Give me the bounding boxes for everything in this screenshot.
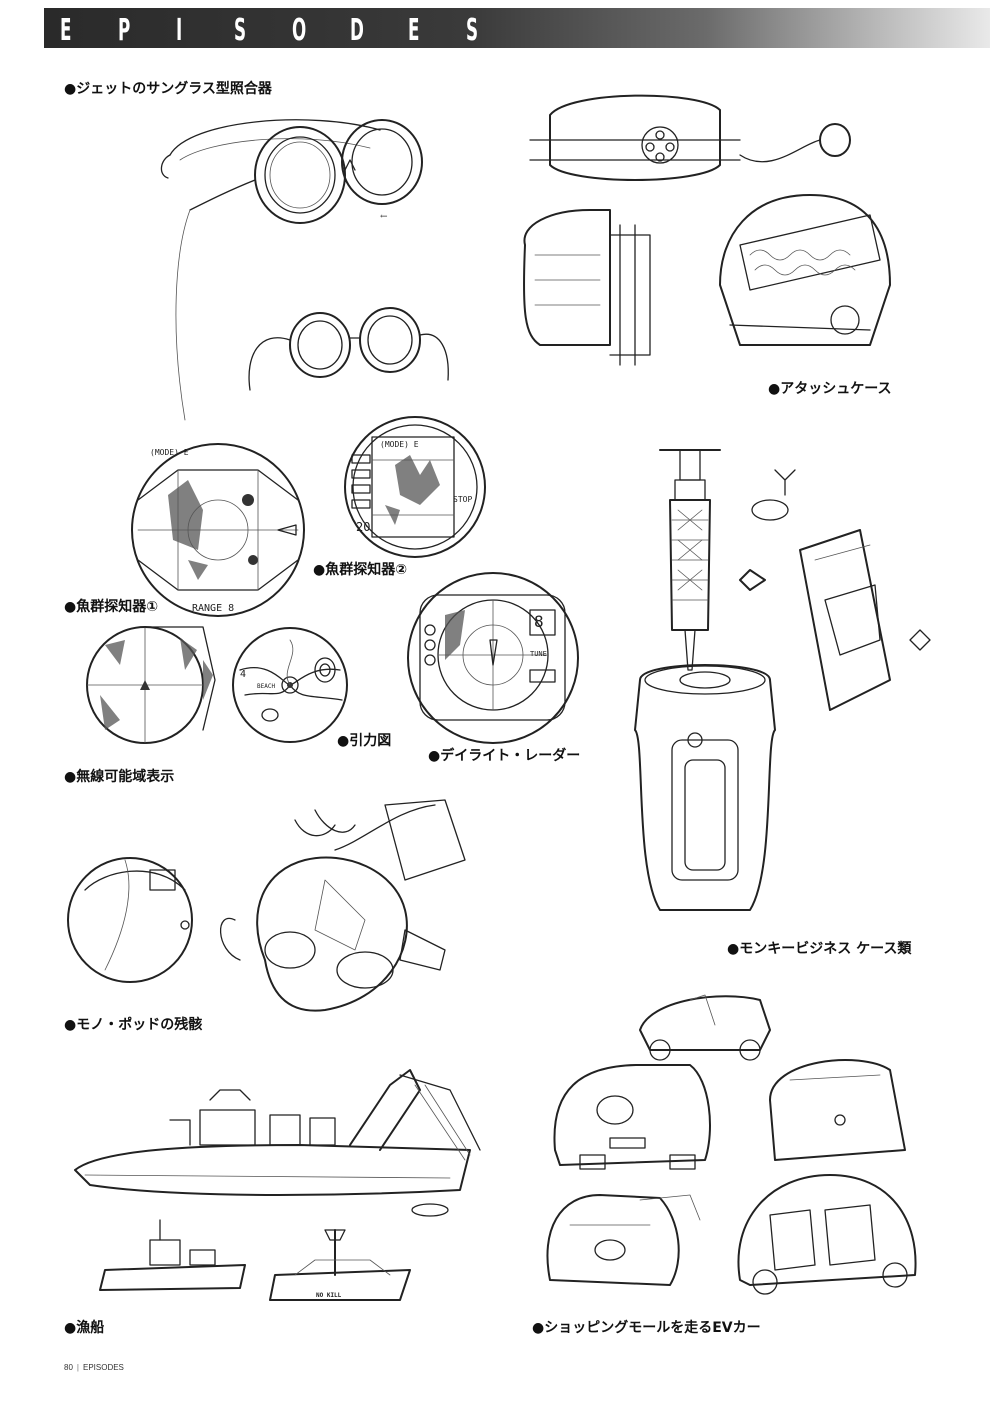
sunglasses-note: ← xyxy=(380,212,388,222)
header-letter: O xyxy=(292,13,307,48)
fish-finder-1-mode: (MODE) E xyxy=(150,448,189,457)
caption-gravity-map: ●引力図 xyxy=(337,733,392,749)
boat-hull-label: NO KILL xyxy=(316,1292,342,1299)
mono-pod-sketch xyxy=(65,799,545,1020)
caption-sunglasses: ●ジェットのサングラス型照合器 xyxy=(64,81,272,97)
caption-fish-finder-2: ●魚群探知器② xyxy=(313,562,408,578)
attache-case-sketch xyxy=(510,85,910,380)
header-letter: P xyxy=(118,13,131,48)
header-title: E P I S O D E S xyxy=(60,13,496,49)
caption-radio-range: ●無線可能域表示 xyxy=(64,769,175,785)
header-letter: D xyxy=(350,13,364,48)
footer-separator: | xyxy=(76,1363,79,1372)
fish-finder-2-stop: STOP xyxy=(453,495,473,504)
radio-range-sketch xyxy=(85,620,220,755)
header-letter: I xyxy=(176,13,183,48)
caption-monkey-business: ●モンキービジネス ケース類 xyxy=(727,941,912,957)
footer-section: EPISODES xyxy=(82,1363,124,1372)
caption-daylight-radar: ●デイライト・レーダー xyxy=(428,748,581,764)
header-bar xyxy=(44,8,990,48)
caption-attache-case: ●アタッシュケース xyxy=(768,381,892,397)
ev-car-sketch xyxy=(540,970,930,1310)
page-number: 80 xyxy=(64,1363,73,1372)
header-letter: E xyxy=(408,13,420,48)
fish-finder-2-sketch xyxy=(340,415,490,560)
caption-mono-pod: ●モノ・ポッドの残骸 xyxy=(64,1017,203,1033)
page-footer: 80|EPISODES xyxy=(64,1363,124,1372)
gravity-map-value: 4 xyxy=(240,669,247,680)
fish-finder-1-sketch xyxy=(128,440,308,620)
sunglasses-sketch xyxy=(150,100,510,430)
caption-fish-finder-1: ●魚群探知器① xyxy=(64,599,159,615)
gravity-map-sketch xyxy=(230,625,350,750)
fish-finder-1-range: RANGE 8 xyxy=(192,603,235,614)
fish-finder-2-value: 20 xyxy=(356,520,371,534)
fishing-boat-sketch xyxy=(70,1060,500,1315)
daylight-radar-tune: TUNE xyxy=(530,650,547,658)
daylight-radar-sketch xyxy=(405,570,580,745)
fish-finder-2-mode: (MODE) E xyxy=(380,440,419,449)
header-letter: E xyxy=(60,13,72,48)
caption-ev-car: ●ショッピングモールを走るEVカー xyxy=(532,1320,761,1336)
header-letter: S xyxy=(466,13,479,48)
gravity-map-beach: BEACH xyxy=(257,683,276,690)
daylight-radar-range: 8 xyxy=(534,612,544,631)
monkey-business-sketch xyxy=(600,440,931,935)
caption-fishing-boat: ●漁船 xyxy=(64,1320,105,1336)
header-letter: S xyxy=(234,13,247,48)
